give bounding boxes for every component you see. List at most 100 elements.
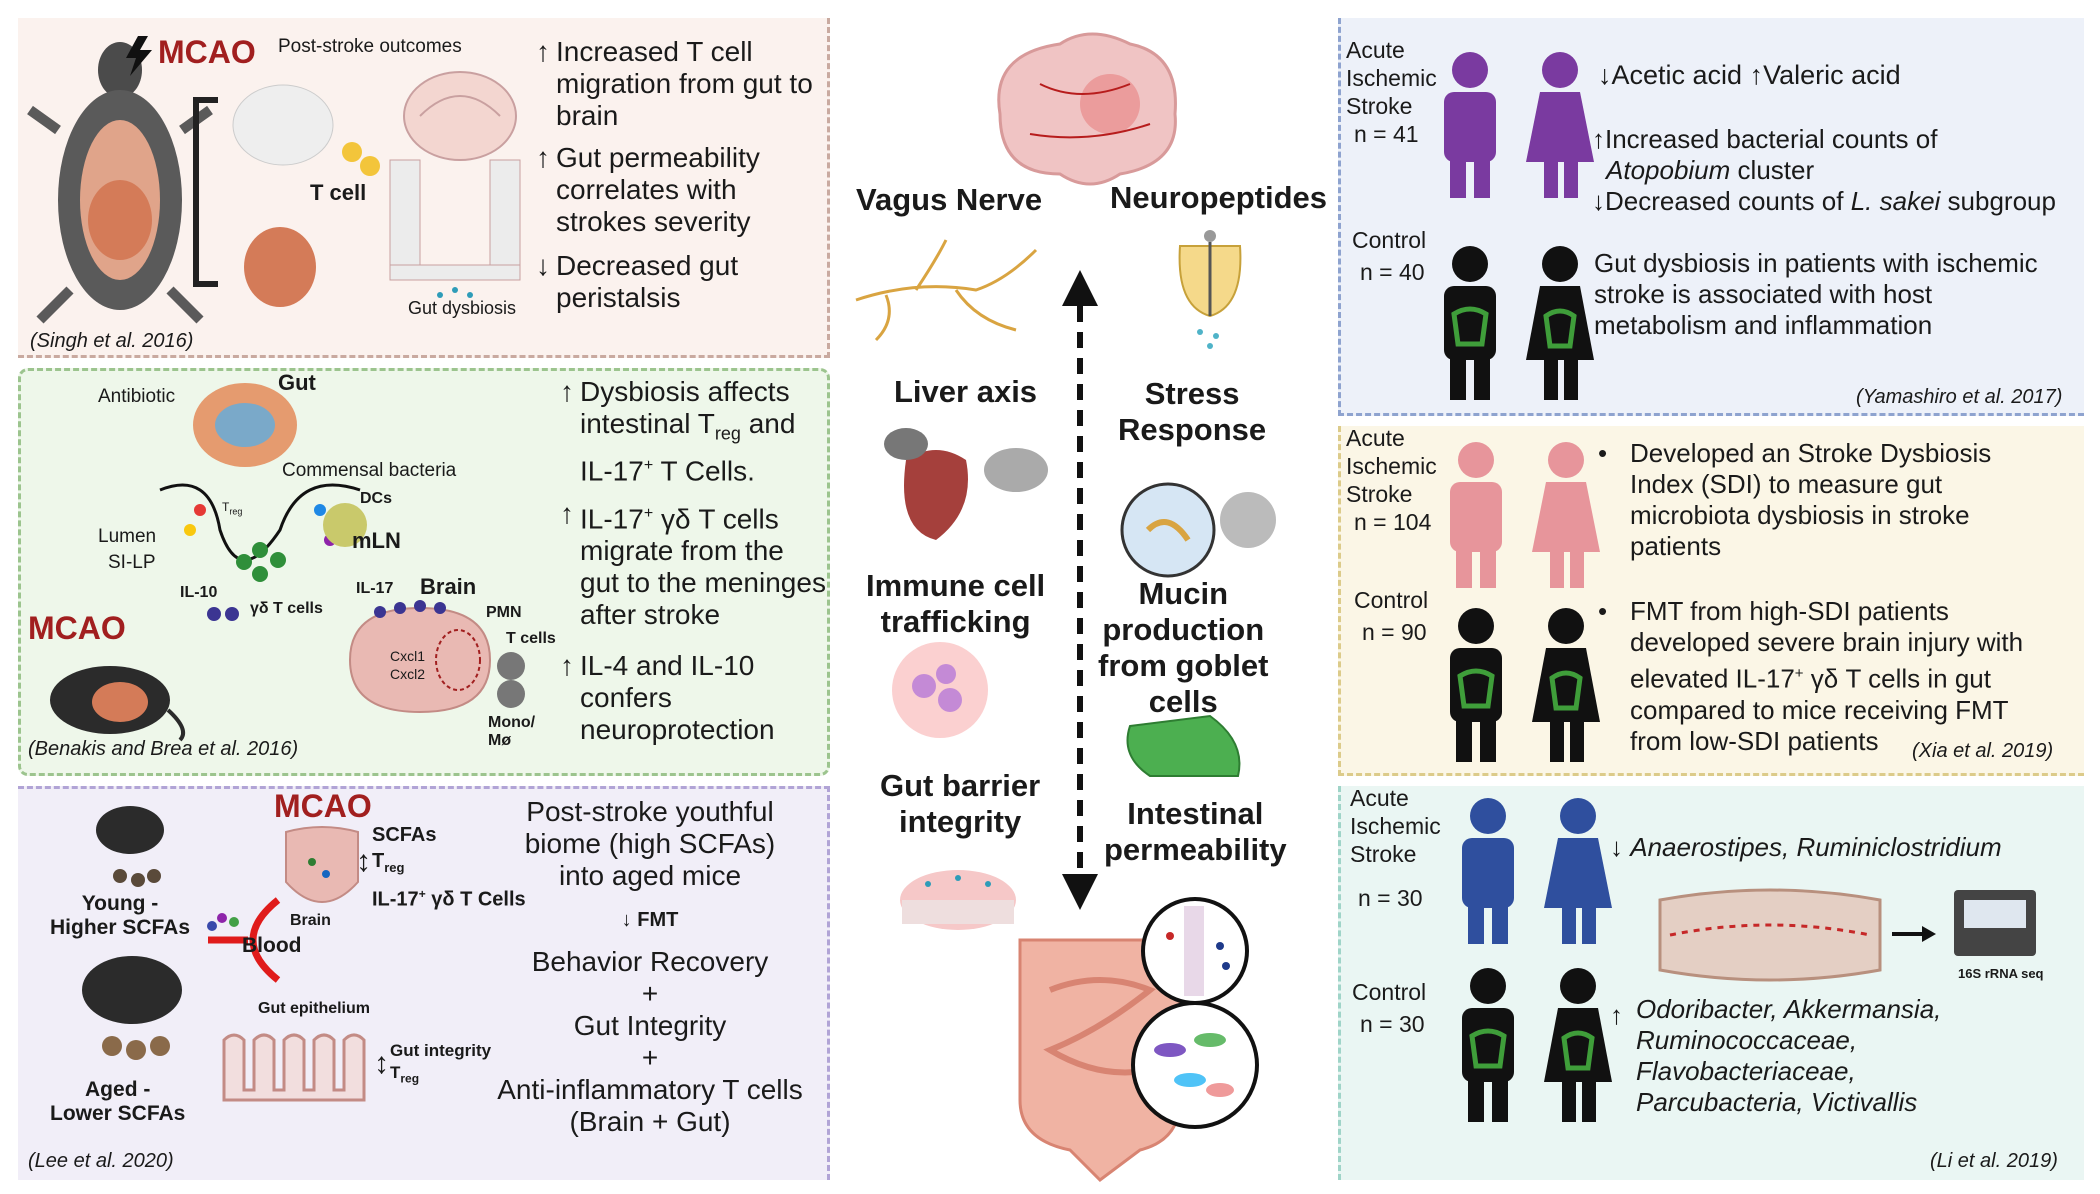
p3-mcao: MCAO	[274, 788, 372, 824]
r1-control-icon	[1444, 246, 1594, 400]
tcell-icon	[342, 142, 380, 176]
gut-lining-icon	[389, 159, 521, 298]
intestine-large-icon	[1018, 938, 1182, 1182]
p2-il10: IL-10	[180, 584, 218, 601]
mouse-illustration	[27, 42, 213, 324]
immune-cell-icon	[892, 642, 988, 738]
gut-villi-icon	[222, 1033, 366, 1102]
p3-gut-epi: Gut epithelium	[258, 1000, 370, 1017]
p1-citation: (Singh et al. 2016)	[30, 330, 194, 352]
r3-up-taxa: ↑ Odoribacter, Akkermansia,Ruminococcace…	[1610, 994, 1942, 1117]
p3-young: Young -Higher SCFAs	[50, 892, 191, 939]
p2-dcs: DCs	[360, 490, 393, 507]
neuropeptide-cell-icon	[1178, 230, 1242, 349]
r1-increased: ↑Increased bacterial counts of Atopobium…	[1592, 124, 2056, 216]
bracket-icon	[193, 97, 218, 287]
lymph-node-icon	[323, 503, 367, 547]
r3-intestine-strip-icon	[1658, 888, 1882, 982]
r3-control-icon	[1462, 968, 1612, 1122]
r2-citation: (Xia et al. 2019)	[1912, 740, 2054, 762]
r1-stroke-patients-icon	[1444, 52, 1594, 198]
bidirectional-arrow	[1062, 270, 1098, 910]
liver-icon	[884, 428, 1048, 540]
p2-treg-label: Treg	[222, 500, 243, 517]
goblet-cell-icon	[1126, 714, 1241, 777]
sequencer-icon	[1954, 890, 2036, 956]
macrophage-icon	[497, 652, 525, 708]
intestine-icon	[244, 227, 316, 307]
p3-blood: Blood	[242, 934, 302, 957]
arrow-right-icon	[1892, 926, 1936, 942]
blood-arrows-icon	[207, 897, 281, 983]
young-mouse-icon	[96, 806, 164, 887]
brain-icon	[997, 32, 1177, 186]
p1-gut-dysbiosis: Gut dysbiosis	[408, 298, 517, 318]
p2-mln: mLN	[352, 528, 401, 553]
p2-commensal: Commensal bacteria	[282, 460, 457, 481]
p2-cxcl1: Cxcl1	[390, 648, 426, 664]
p2-silp: SI-LP	[108, 552, 156, 573]
gd-tcell-icon	[207, 607, 239, 621]
p2-citation: (Benakis and Brea et al. 2016)	[28, 738, 299, 760]
stress-hypothalamus-icon	[1120, 482, 1276, 578]
center-neuropeptides: Neuropeptides	[1110, 180, 1328, 215]
center-liver: Liver axis	[894, 374, 1038, 409]
gut-barrier-icon	[900, 870, 1016, 930]
vagus-nerve-icon	[855, 239, 1038, 342]
p2-lumen: Lumen	[98, 526, 157, 547]
p3-gut-effects: ↕ Gut integrity Treg	[374, 1041, 492, 1086]
p2-mcao: MCAO	[28, 610, 126, 646]
gut-organ-icon	[193, 383, 297, 467]
mouse-small-icon	[232, 84, 334, 166]
p2-brain: Brain	[420, 574, 477, 599]
p1-post-stroke: Post-stroke outcomes	[278, 36, 462, 57]
permeability-zoom-icon	[1141, 897, 1249, 1005]
r3-down-taxa: ↓ Anaerostipes, Ruminiclostridium	[1610, 832, 2002, 862]
p2-il17: IL-17	[356, 580, 394, 597]
p3-brain: Brain	[290, 912, 331, 929]
lightning-icon	[126, 36, 152, 76]
r1-citation: (Yamashiro et al. 2017)	[1856, 386, 2063, 408]
brain-slice-icon	[403, 71, 517, 161]
r3-seq-label: 16S rRNA seq	[1958, 966, 2044, 981]
p1-tcell: T cell	[310, 180, 367, 205]
aged-mouse-icon	[82, 956, 182, 1060]
r3-stroke-patients-icon	[1462, 798, 1612, 944]
p2-mono: Mono/Mø	[488, 714, 536, 749]
mouse-side-icon	[50, 666, 185, 742]
p3-citation: (Lee et al. 2020)	[28, 1150, 174, 1172]
p1-mcao: MCAO	[158, 34, 256, 70]
p2-gd-tcells: γδ T cells	[250, 600, 323, 617]
p3-brain-effects: ↕ SCFAs Treg IL-17+ γδ T Cells	[356, 824, 526, 911]
p2-outcome-1: ↑ Dysbiosis affects intestinal Treg and …	[560, 376, 796, 486]
p2-cxcl2: Cxcl2	[390, 666, 426, 682]
r1-acids: ↓Acetic acid ↑Valeric acid	[1598, 60, 1901, 90]
r2-control-icon	[1450, 608, 1600, 762]
p3-aged: Aged -Lower SCFAs	[50, 1078, 186, 1125]
microbiota-zoom-icon	[1131, 1001, 1259, 1129]
brain-section-icon	[285, 826, 359, 903]
r3-citation: (Li et al. 2019)	[1930, 1150, 2058, 1172]
p2-antibiotic: Antibiotic	[98, 386, 176, 407]
center-vagus: Vagus Nerve	[856, 182, 1043, 217]
